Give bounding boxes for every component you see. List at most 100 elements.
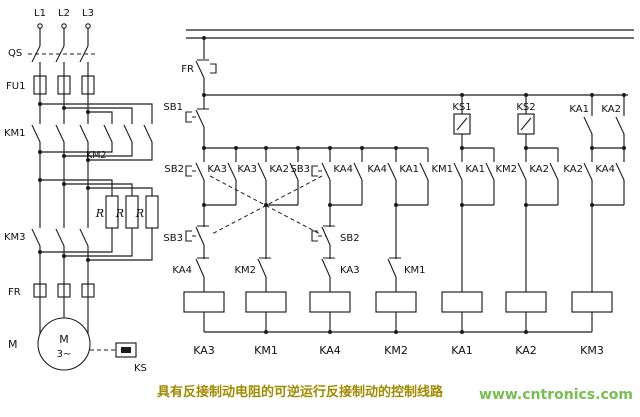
fr-contact: FR [181,38,217,95]
label-fu1: FU1 [6,81,25,92]
sb1-nc-button-icon [185,108,209,128]
control-circuit: FR SB1 KS1 KS2 [163,29,634,357]
label-km2: KM2 [86,150,106,161]
label-fr-control: FR [181,64,194,75]
watermark: www.cntronics.com [479,387,633,403]
coil-leads [203,312,593,332]
ks1-switch: KS1 [452,95,472,148]
label-row-ka1a: KA1 [399,164,419,175]
coil-icon-ka1 [441,291,483,313]
speed-relay-core [121,347,131,353]
km1-contacts: KM1 [4,124,89,143]
coil-icon-ka4 [309,291,351,313]
contact-row: SB2 KA3 KA3 KA2 SB3 KA4 KA4 KA1 KM1 KA1 … [164,148,625,207]
label-row-ka4c: KA4 [595,164,615,175]
label-qs: QS [8,48,22,59]
label-km3: KM3 [4,232,26,243]
thermal-wires [39,284,89,297]
label-coil-km3: KM3 [580,344,604,357]
label-coil-km2: KM2 [384,344,408,357]
label-km2-lower: KM2 [234,265,256,276]
motor: M 3~ M [8,317,91,371]
main-circuit: L1 L2 L3 QS FU1 KM1 [4,8,159,374]
km2-contact-blades [103,124,153,143]
terminal-icon [85,23,91,29]
sb1-button: SB1 [163,95,209,148]
label-row-sb3: SB3 [290,164,310,175]
coil-icon-ka3 [183,291,225,313]
label-row-km1: KM1 [431,164,453,175]
ks2-blade [520,117,532,131]
motor-circle [37,317,91,371]
qs-switch: QS [8,45,96,63]
label-row-ka2c: KA2 [563,164,583,175]
label-ks2: KS2 [516,102,535,113]
label-ka4-lower: KA4 [172,265,192,276]
reverse-branch-wires [40,103,153,124]
km3-contacts: KM3 [4,228,89,247]
label-row-ka2b: KA2 [529,164,549,175]
lower-blades [195,225,401,278]
coils: KA3 KM1 KA4 KM2 KA1 KA2 KM3 [183,291,613,357]
label-row-ka2a: KA2 [269,164,289,175]
label-ka2-top: KA2 [601,104,621,115]
label-km1: KM1 [4,128,26,139]
label-ka1-top: KA1 [569,104,589,115]
label-row-ka3a: KA3 [207,164,227,175]
lower-button-actuators [185,230,318,242]
label-m: M [8,338,18,351]
label-sb1: SB1 [163,102,183,113]
label-l1: L1 [34,8,46,19]
coil-icon-ka2 [505,291,547,313]
label-row-sb2: SB2 [164,164,184,175]
ka1-top-contact: KA1 [569,95,593,148]
lower-contacts: SB3 KA4 KM2 SB2 KA3 KM1 [163,205,593,292]
caption: 具有反接制动电阻的可逆运行反接制动的控制线路 [157,384,444,400]
label-sb2-lower: SB2 [340,233,360,244]
supply-rails [186,29,634,39]
label-sb3-lower: SB3 [163,233,183,244]
label-row-ka3b: KA3 [237,164,257,175]
coil-icon-km3 [571,291,613,313]
label-r3: R [135,207,144,220]
label-ks: KS [134,363,147,374]
label-ka3-lower: KA3 [340,265,360,276]
fr-nc-contact-icon [195,59,217,79]
terminal-icon [37,23,43,29]
coil-icon-km1 [245,291,287,313]
motor-symbol-m: M [59,333,69,346]
button-actuator-icons [185,165,318,177]
ks2-switch: KS2 [516,95,536,148]
coil-icon-km2 [375,291,417,313]
label-coil-km1: KM1 [254,344,278,357]
label-coil-ka2: KA2 [515,344,537,357]
resistor-icon [145,195,159,229]
fuse-wires [39,76,89,94]
label-l3: L3 [82,8,94,19]
label-row-ka4a: KA4 [333,164,353,175]
resistor-icon [125,195,139,229]
label-row-ka1b: KA1 [465,164,485,175]
km2-contacts: KM2 [38,124,153,162]
label-ks1: KS1 [452,102,471,113]
ks1-blade [456,117,468,131]
km2-cross-wires [40,142,153,161]
label-coil-ka4: KA4 [319,344,341,357]
km3-contact-blades [31,228,89,247]
label-coil-ka3: KA3 [193,344,215,357]
ka1-top-blade [583,116,593,135]
resistor-wires [40,179,153,261]
label-row-ka4b: KA4 [367,164,387,175]
motor-symbol-phase: 3~ [57,349,72,360]
ka2-top-blade [615,116,625,135]
fr-heaters: FR [8,283,95,298]
km1-contact-blades [31,124,89,143]
phase-terminals: L1 L2 L3 [34,8,94,29]
resistor-icon [105,195,119,229]
label-r2: R [115,207,124,220]
ka2-top-contact: KA2 [601,95,625,148]
terminal-icon [61,23,67,29]
label-row-km2: KM2 [495,164,517,175]
